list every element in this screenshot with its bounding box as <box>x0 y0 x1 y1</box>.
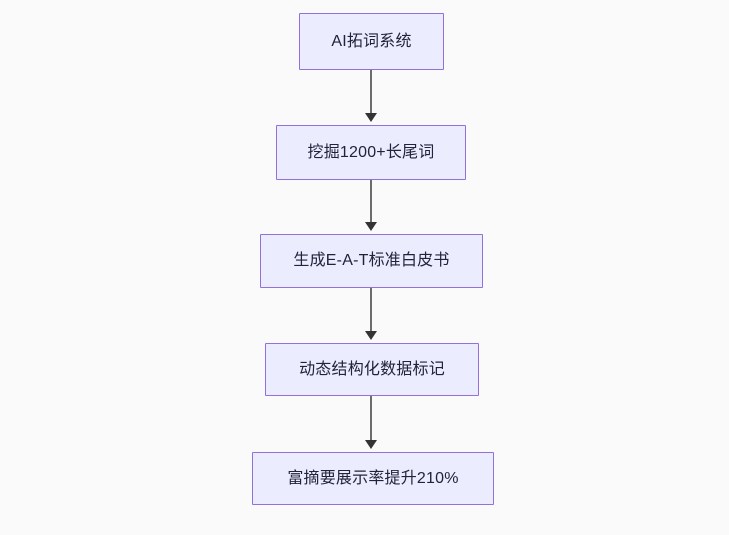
arrowhead-n2-n3 <box>364 222 377 231</box>
arrowhead-n1-n2 <box>364 113 377 122</box>
flow-node-label: AI拓词系统 <box>331 32 412 50</box>
arrowhead-n3-n4 <box>364 331 377 340</box>
flow-node-label: 挖掘1200+长尾词 <box>307 143 435 161</box>
flow-node-dynamic-structured-data-markup[interactable]: 动态结构化数据标记 <box>265 343 479 396</box>
flow-node-mine-longtail-keywords[interactable]: 挖掘1200+长尾词 <box>276 125 466 180</box>
edge-n3-n4 <box>370 288 372 334</box>
edge-n4-n5 <box>370 396 372 443</box>
flow-node-label: 生成E-A-T标准白皮书 <box>293 252 450 270</box>
flow-node-generate-eat-whitepaper[interactable]: 生成E-A-T标准白皮书 <box>260 234 483 288</box>
flow-node-rich-snippet-impression-uplift[interactable]: 富摘要展示率提升210% <box>252 452 494 505</box>
flow-node-label: 动态结构化数据标记 <box>299 360 445 378</box>
edge-n2-n3 <box>370 180 372 225</box>
flow-node-ai-keyword-system[interactable]: AI拓词系统 <box>299 13 444 70</box>
flow-node-label: 富摘要展示率提升210% <box>287 469 459 487</box>
edge-n1-n2 <box>370 70 372 116</box>
arrowhead-n4-n5 <box>364 440 377 449</box>
